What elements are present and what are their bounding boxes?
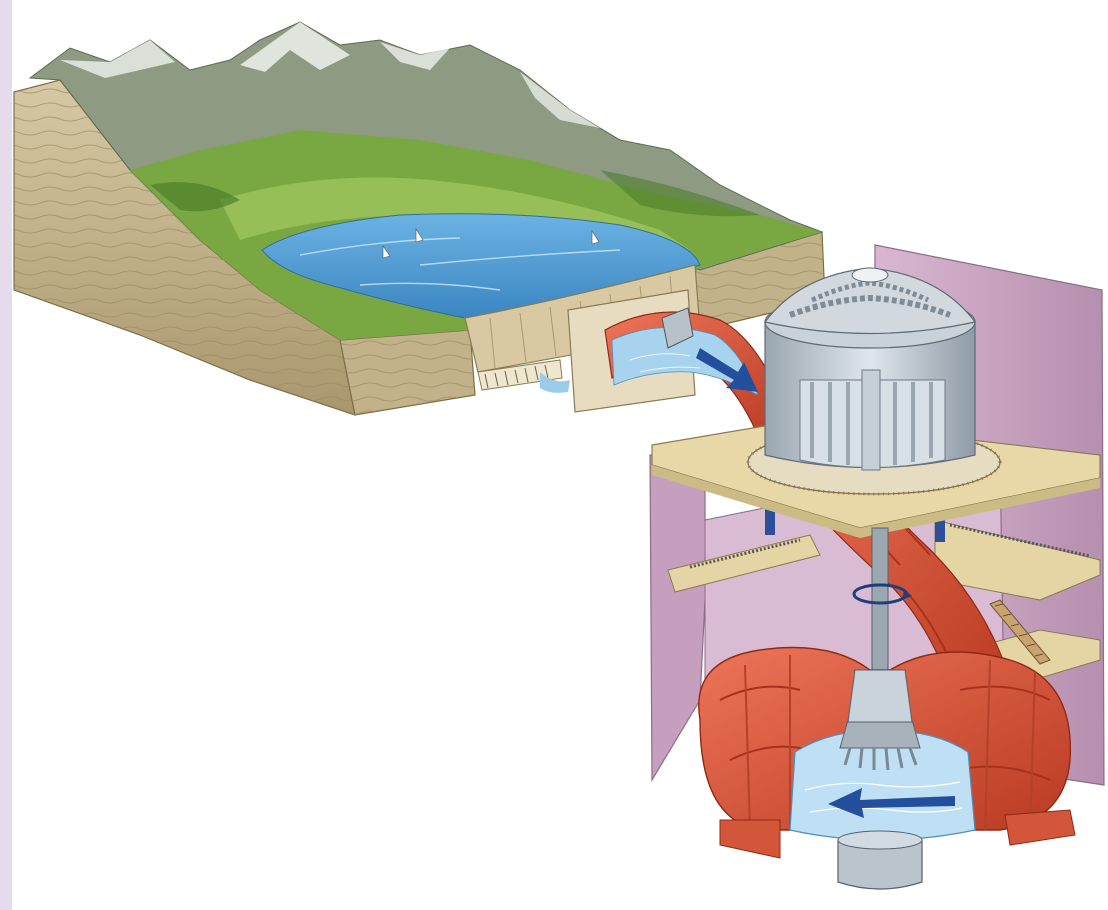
casing-support-left bbox=[720, 820, 780, 858]
upper-cone bbox=[848, 670, 912, 722]
casing-support-right bbox=[1005, 810, 1075, 845]
generator bbox=[765, 268, 975, 470]
